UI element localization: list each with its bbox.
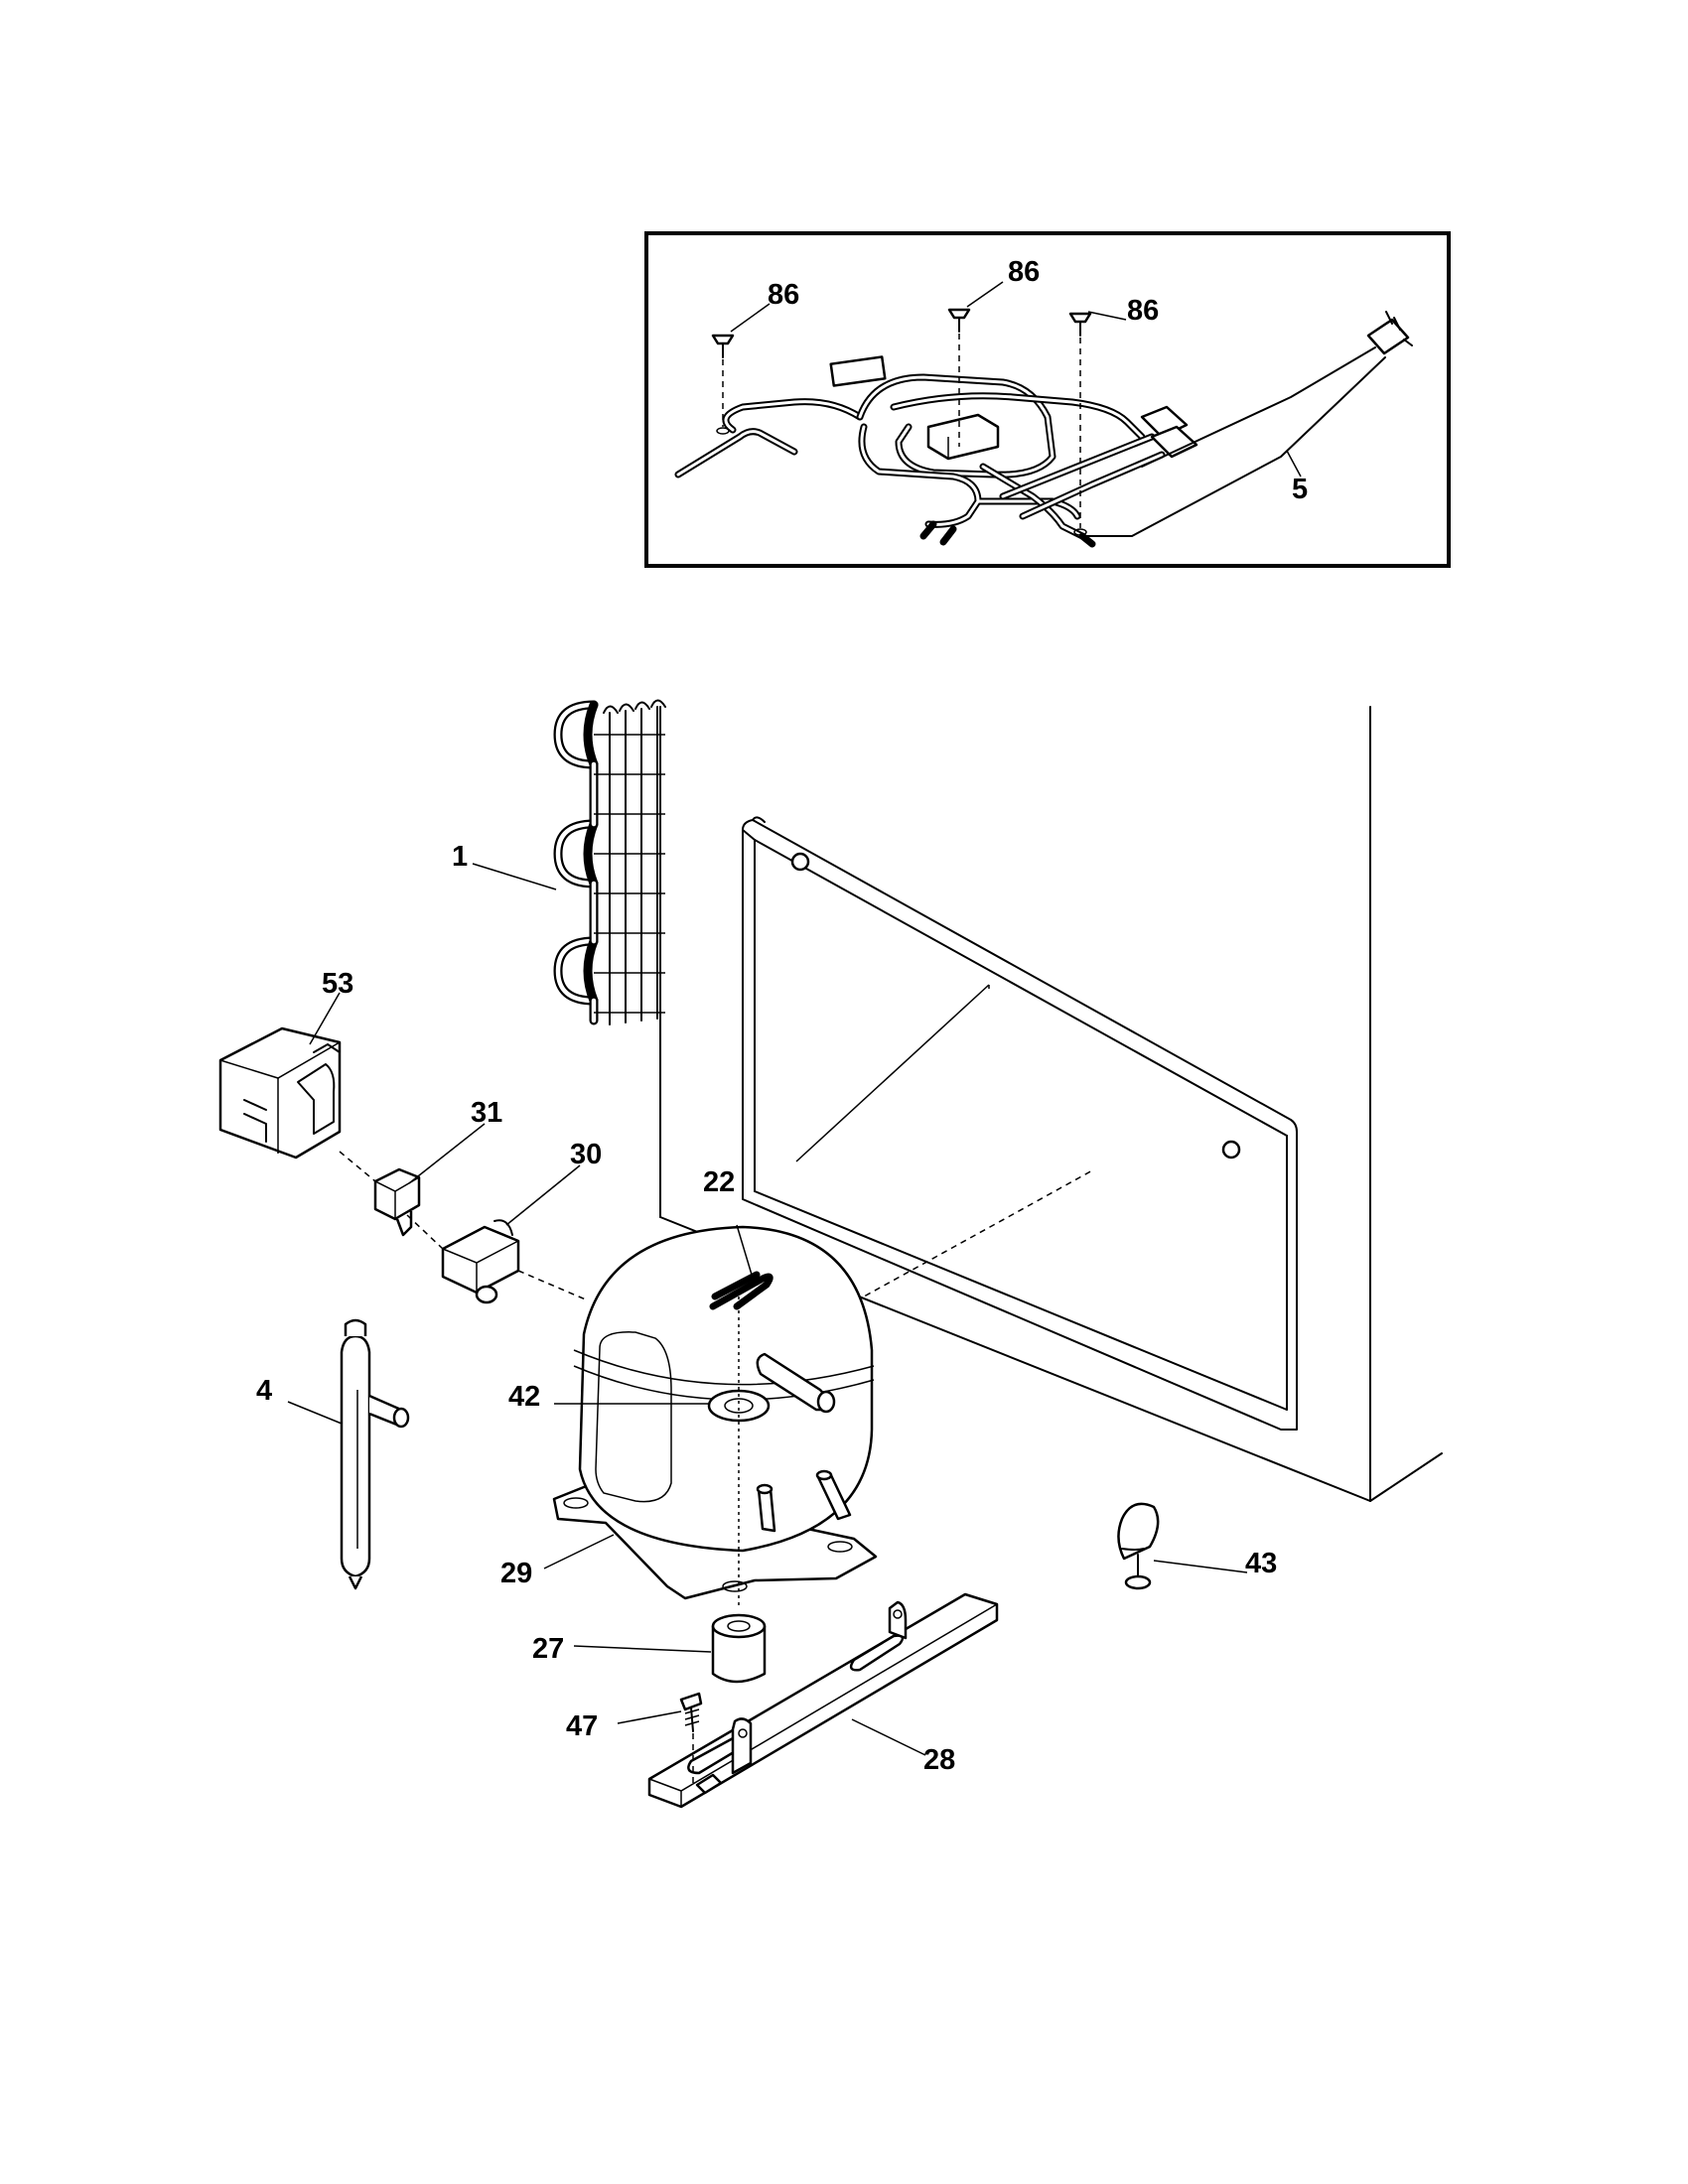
callout-86-left: 86 (768, 279, 799, 311)
callout-4: 4 (256, 1375, 272, 1407)
filter-drier-4 (340, 1318, 410, 1590)
terminal-cover-53 (218, 1026, 342, 1160)
callout-28: 28 (923, 1744, 955, 1776)
start-relay-30 (441, 1219, 520, 1304)
callout-86-right: 86 (1127, 295, 1159, 327)
callout-22: 22 (703, 1166, 735, 1198)
wiring-harness (674, 311, 1413, 548)
callout-1: 1 (452, 841, 468, 873)
clamp-43 (1117, 1502, 1160, 1590)
callout-31: 31 (471, 1097, 502, 1129)
grommet-27 (711, 1613, 767, 1684)
screw-86-center (947, 308, 971, 447)
callout-29: 29 (500, 1558, 532, 1589)
callout-43: 43 (1245, 1548, 1277, 1579)
screw-86-right (1068, 312, 1092, 536)
mounting-rail-28 (647, 1592, 999, 1809)
callout-5: 5 (1292, 474, 1308, 505)
callout-30: 30 (570, 1139, 602, 1170)
callout-47: 47 (566, 1710, 598, 1742)
wiring-inset: 86 86 86 5 (644, 231, 1451, 568)
screw-86-left (711, 334, 735, 435)
condenser-coil (553, 699, 666, 1025)
compressor-29 (552, 1225, 878, 1600)
callout-86-center: 86 (1008, 256, 1040, 288)
callout-27: 27 (532, 1633, 564, 1665)
inset-frame (644, 231, 1451, 568)
callout-53: 53 (322, 968, 353, 1000)
overload-protector-31 (373, 1167, 421, 1237)
cabinet-rear (659, 706, 1443, 1502)
screw-47 (679, 1692, 703, 1785)
callout-42: 42 (508, 1381, 540, 1413)
